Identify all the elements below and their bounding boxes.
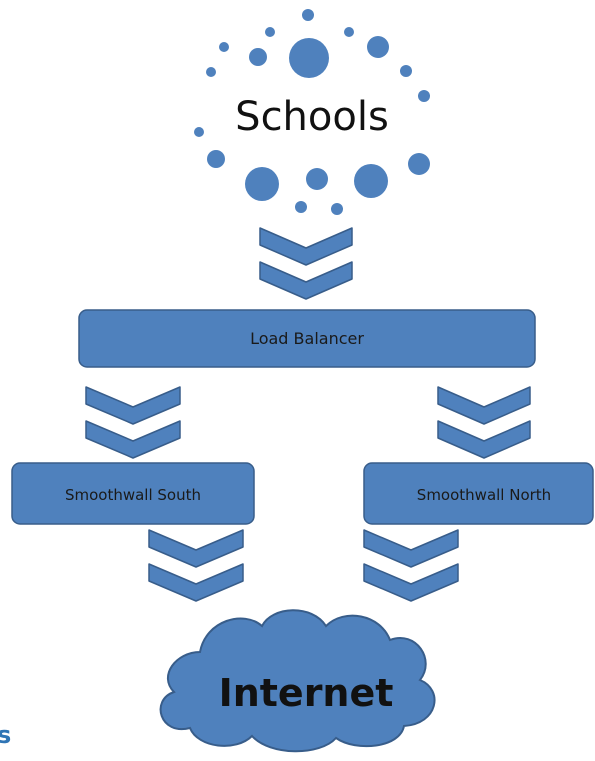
dot [302, 9, 314, 21]
chevron-down-icon [148, 529, 244, 602]
chevron-down-icon [437, 386, 531, 459]
chevron-down-icon [85, 386, 181, 459]
dot [245, 167, 279, 201]
edge-text-fragment: s [0, 721, 11, 749]
dot [354, 164, 388, 198]
smoothwall-south-box: Smoothwall South [11, 462, 255, 525]
cloud-icon: Internet [159, 609, 436, 753]
load-balancer-label: Load Balancer [250, 329, 364, 348]
dot [367, 36, 389, 58]
dot [207, 150, 225, 168]
chevron-down-icon [259, 227, 353, 300]
dot [295, 201, 307, 213]
schools-dot-cluster [194, 9, 430, 215]
dot [418, 90, 430, 102]
dot [306, 168, 328, 190]
dot [400, 65, 412, 77]
dot [289, 38, 329, 78]
dot [265, 27, 275, 37]
smoothwall-north-box: Smoothwall North [363, 462, 594, 525]
schools-label: Schools [235, 94, 389, 140]
load-balancer-box: Load Balancer [78, 309, 536, 368]
dot [219, 42, 229, 52]
smoothwall-south-label: Smoothwall South [65, 486, 201, 504]
dot [408, 153, 430, 175]
dot [206, 67, 216, 77]
smoothwall-north-label: Smoothwall North [417, 486, 551, 504]
internet-label: Internet [219, 671, 394, 715]
chevron-down-icon [363, 529, 459, 602]
dot [344, 27, 354, 37]
dot [194, 127, 204, 137]
dot [331, 203, 343, 215]
dot [249, 48, 267, 66]
